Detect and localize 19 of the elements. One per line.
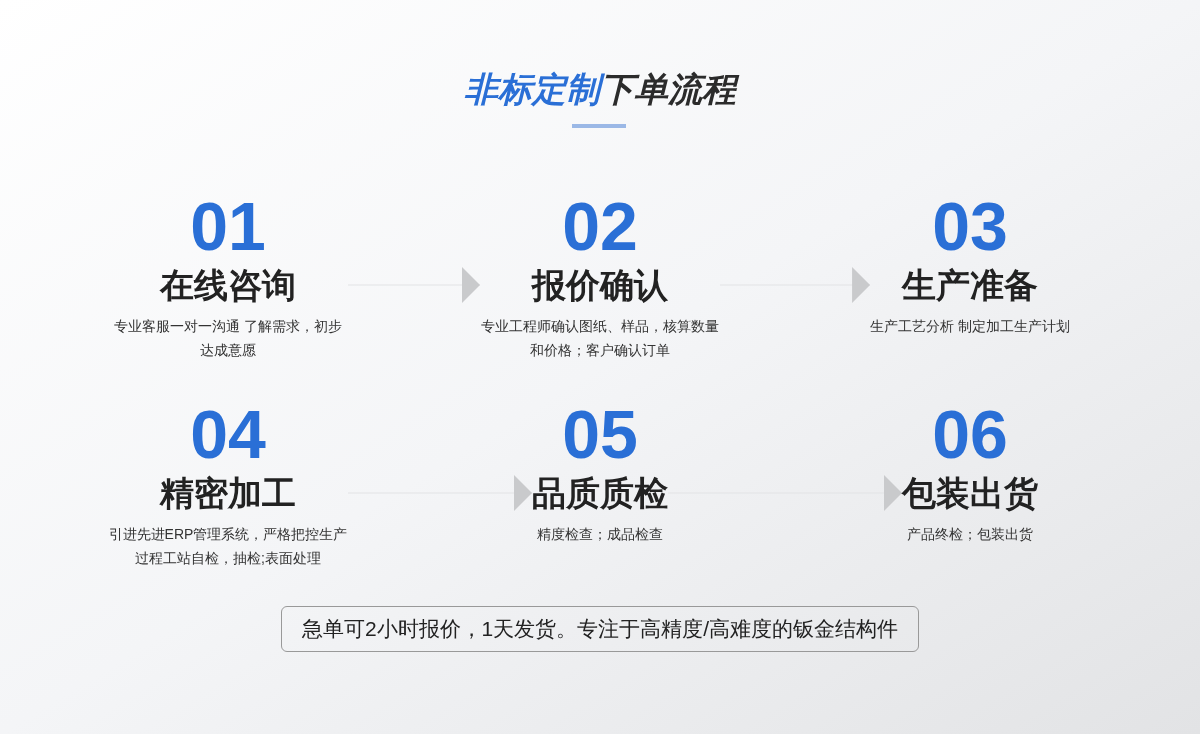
step-number: 05: [562, 400, 638, 468]
step-description: 生产工艺分析 制定加工生产计划: [870, 317, 1070, 336]
step-title: 精密加工: [160, 474, 296, 512]
step-number: 02: [562, 192, 638, 260]
step-description: 精度检查；成品检查: [537, 525, 663, 544]
step-title: 包装出货: [902, 474, 1038, 512]
step-number: 01: [190, 192, 266, 260]
step-title: 生产准备: [902, 266, 1038, 304]
step-title: 在线咨询: [160, 266, 296, 304]
step-number: 06: [932, 400, 1008, 468]
step-description: 专业客服一对一沟通 了解需求，初步达成意愿: [113, 317, 343, 360]
step-description: 产品终检；包装出货: [907, 525, 1033, 544]
step-title: 报价确认: [532, 266, 668, 304]
step-title: 品质质检: [532, 474, 668, 512]
step-number: 04: [190, 400, 266, 468]
step-number: 03: [932, 192, 1008, 260]
note-banner: 急单可2小时报价，1天发货。专注于高精度/高难度的钣金结构件: [280, 606, 920, 652]
step-description: 专业工程师确认图纸、样品，核算数量和价格；客户确认订单: [480, 317, 720, 360]
step-description: 引进先进ERP管理系统，严格把控生产过程工站自检，抽检;表面处理: [108, 525, 348, 568]
